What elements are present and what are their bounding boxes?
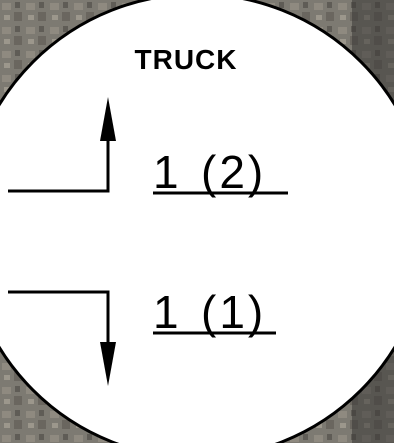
movement-peak-2: (1) <box>201 286 266 338</box>
movement-count-1: 1 <box>153 146 182 198</box>
vehicle-type-title: TRUCK <box>135 44 238 75</box>
movement-count-2: 1 <box>153 286 182 338</box>
movement-peak-1: (2) <box>201 146 266 198</box>
